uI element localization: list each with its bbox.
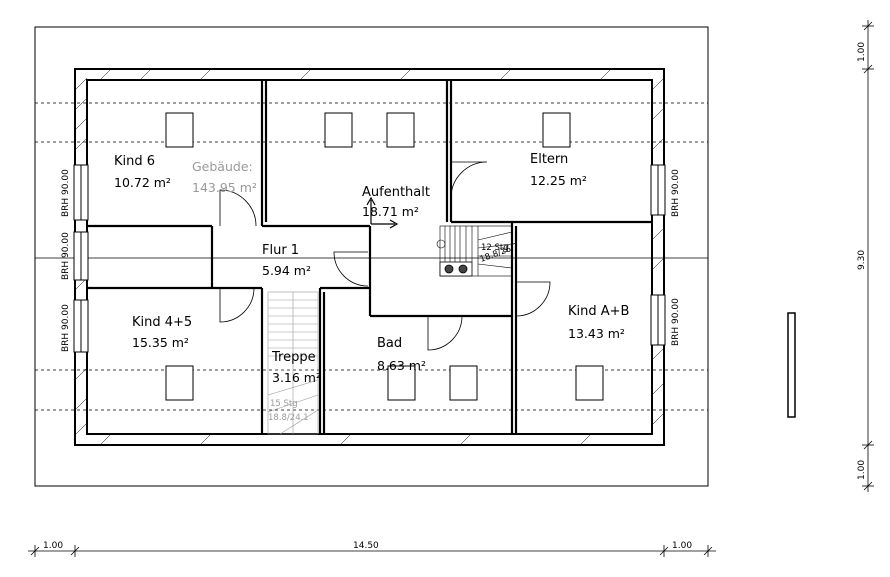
dim-right-bottom: 1.00	[857, 460, 867, 480]
dim-bottom-left: 1.00	[43, 541, 63, 551]
stair-lower-ratio: 18.8/24.1	[268, 413, 309, 423]
window-label-left-2: BRH 90.00	[61, 232, 71, 280]
dim-bottom-middle: 14.50	[353, 541, 379, 551]
dim-bottom-right: 1.00	[672, 541, 692, 551]
lower-staircase	[267, 291, 319, 435]
side-windows	[73, 164, 666, 353]
interior-walls	[87, 80, 652, 434]
window-label-left-1: BRH 90.00	[61, 169, 71, 217]
site-boundary	[34, 26, 709, 487]
room-aufenthalt-area: 18.71 m²	[362, 204, 419, 219]
stove-burners	[439, 261, 473, 277]
room-kind6-area: 10.72 m²	[114, 175, 171, 190]
window-label-left-3: BRH 90.00	[61, 304, 71, 352]
room-treppe-name: Treppe	[271, 350, 316, 365]
room-aufenthalt-name: Aufenthalt	[362, 185, 430, 200]
right-dimension-chain	[862, 20, 874, 492]
building-label: Gebäude:	[192, 159, 253, 174]
roof-dashed-lines	[35, 102, 708, 411]
room-eltern-area: 12.25 m²	[530, 173, 587, 188]
dim-right-top: 1.00	[857, 42, 867, 62]
room-bad-name: Bad	[377, 336, 402, 351]
room-kind6-name: Kind 6	[114, 154, 155, 169]
origin-marker	[366, 196, 399, 229]
room-kindab-area: 13.43 m²	[568, 326, 625, 341]
room-eltern-name: Eltern	[530, 152, 568, 167]
scale-bar	[787, 312, 796, 418]
bottom-dimension-chain	[28, 545, 716, 557]
upper-staircase	[436, 225, 513, 277]
doors	[219, 161, 551, 351]
stair-upper-steps: 12 Stg	[481, 243, 509, 253]
room-kind45-area: 15.35 m²	[132, 335, 189, 350]
room-bad-area: 8.63 m²	[377, 358, 426, 373]
room-kindab-name: Kind A+B	[568, 304, 629, 319]
dim-right-middle: 9.30	[857, 250, 867, 270]
room-treppe-area: 3.16 m²	[272, 370, 321, 385]
room-kind45-name: Kind 4+5	[132, 315, 192, 330]
room-flur-area: 5.94 m²	[262, 263, 311, 278]
window-label-right-1: BRH 90.00	[671, 169, 681, 217]
room-flur-name: Flur 1	[262, 243, 299, 258]
window-label-right-2: BRH 90.00	[671, 298, 681, 346]
building-area: 143.95 m²	[192, 180, 257, 195]
stair-lower-steps: 15 Stg	[270, 399, 298, 409]
roof-windows	[165, 112, 604, 401]
